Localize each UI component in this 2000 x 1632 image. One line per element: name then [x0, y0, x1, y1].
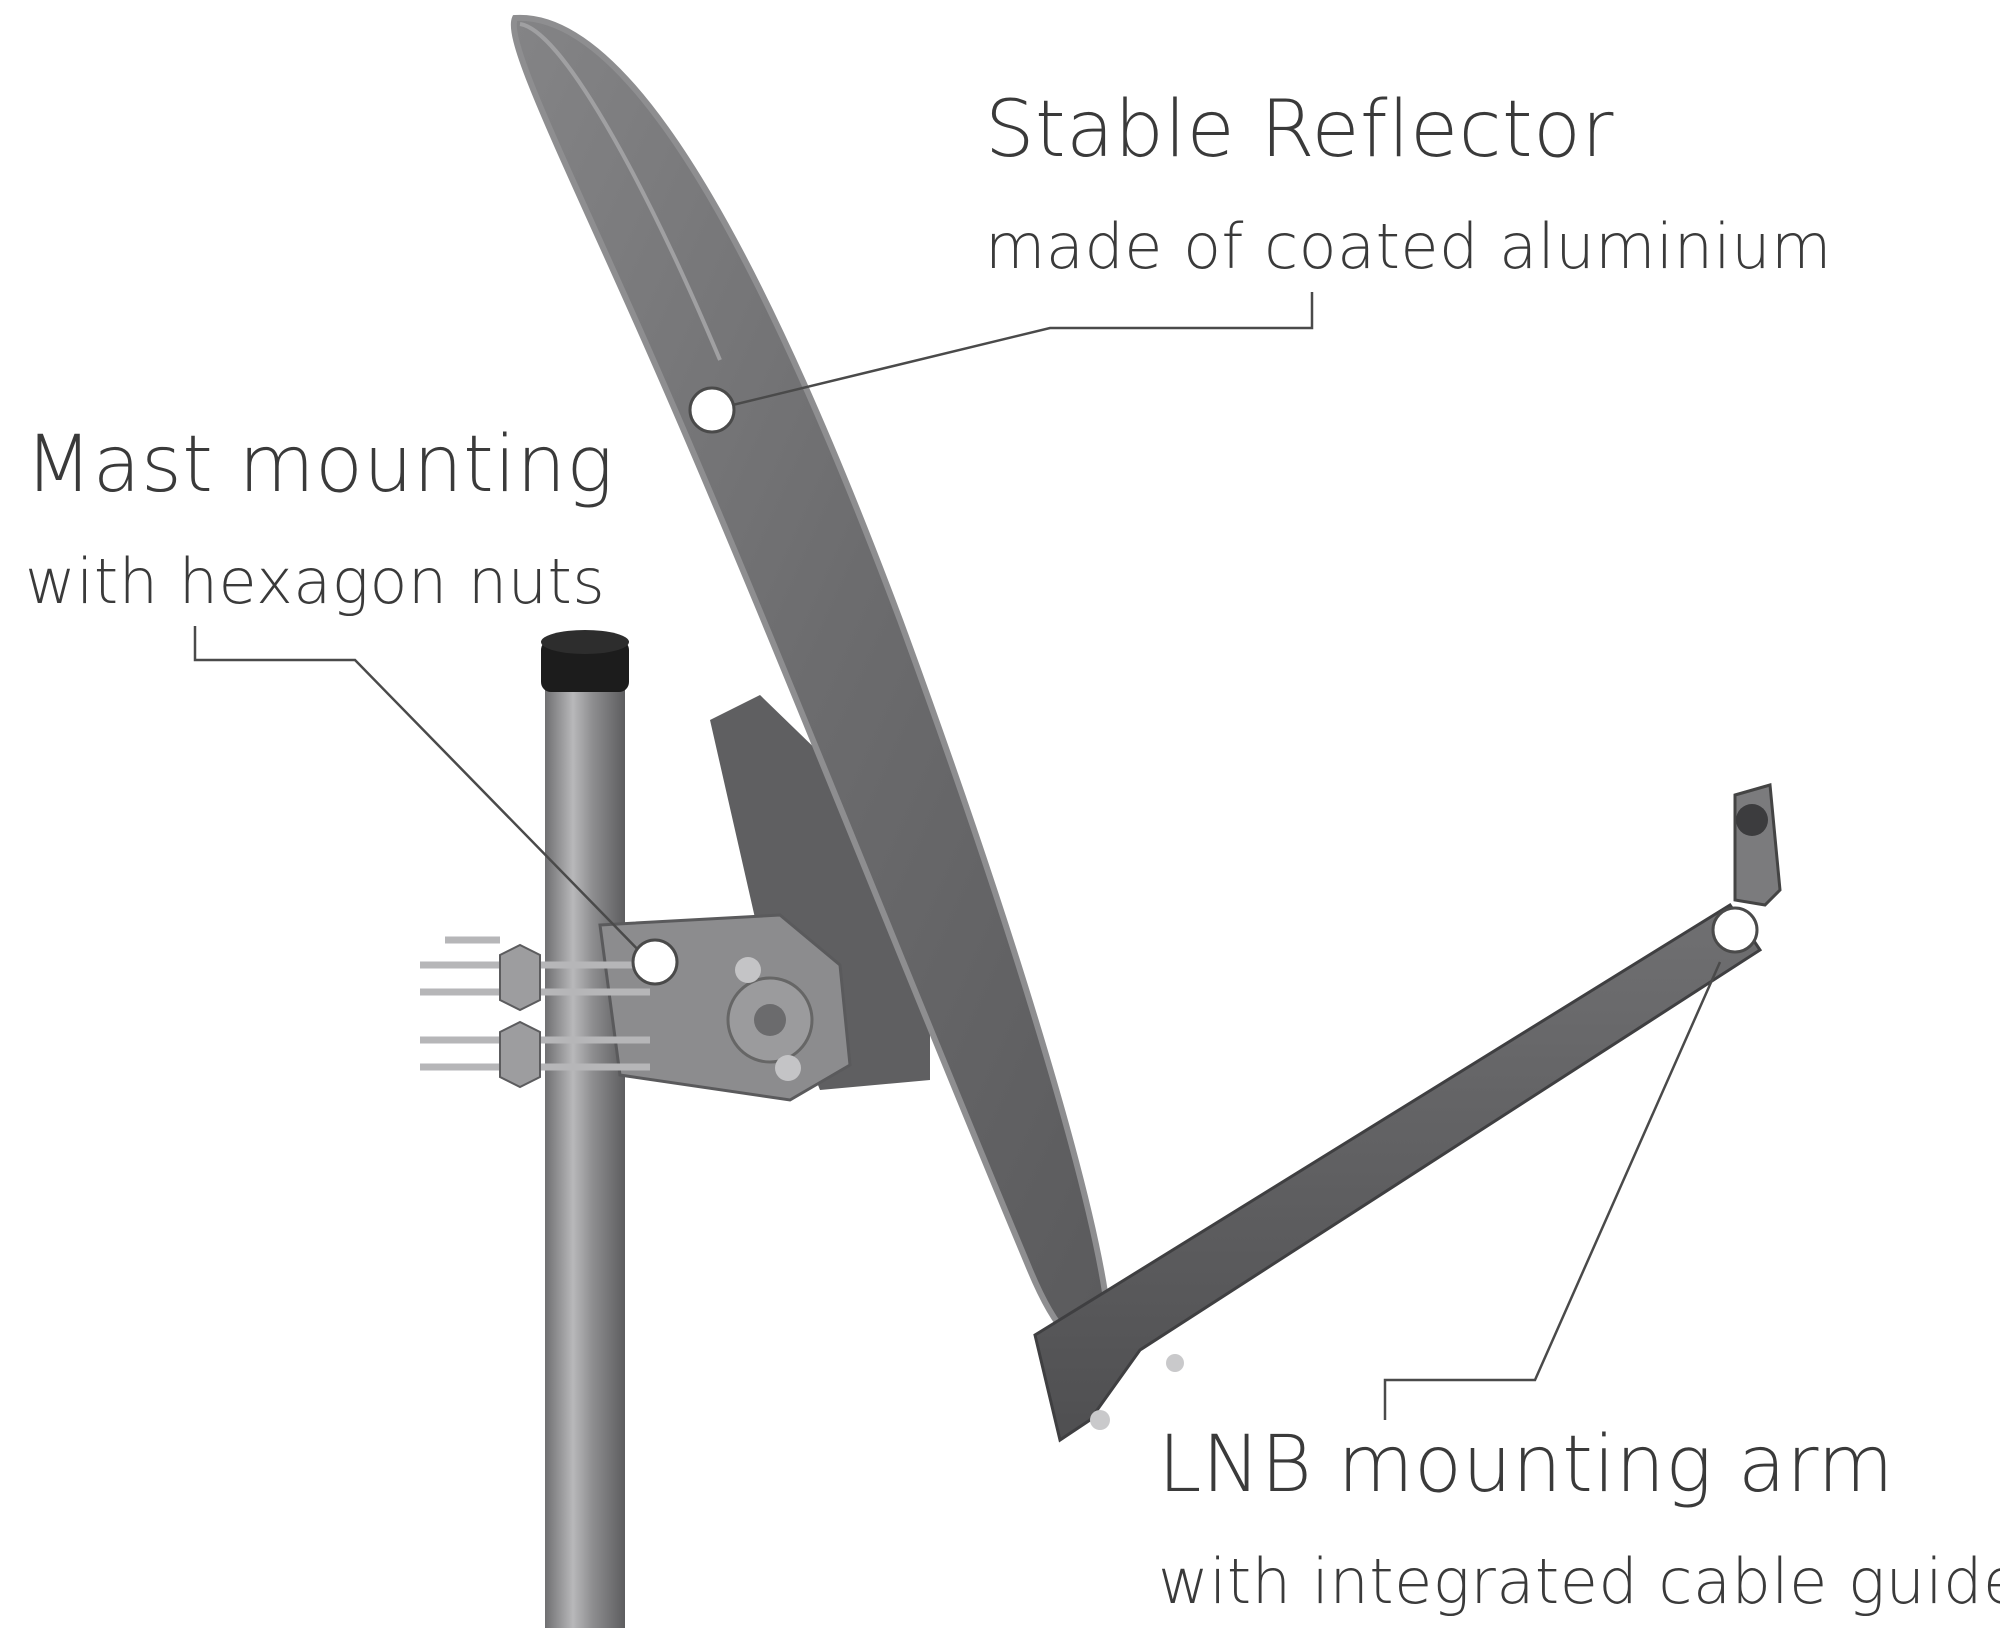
lnb-arm-callout-title: LNB mounting arm	[1158, 1420, 1895, 1510]
bolt-icon	[735, 957, 761, 983]
mast-leader-line	[193, 626, 651, 963]
leader-lines	[193, 292, 1722, 1420]
callout-markers	[631, 386, 1759, 986]
mast-callout-title: Mast mounting	[25, 420, 614, 510]
lnb-arm-callout-subtitle: with integrated cable guide	[1158, 1545, 2000, 1618]
mast-bracket	[420, 913, 852, 1102]
reflector-marker-dot	[688, 386, 736, 434]
lnb-holder	[1733, 783, 1782, 907]
reflector-callout-subtitle: made of coated aluminium	[985, 210, 1832, 283]
lnb-leader-line	[1383, 961, 1722, 1420]
reflector-leader-line	[711, 292, 1314, 412]
mast-callout-subtitle: with hexagon nuts	[25, 545, 606, 618]
bolt-icon	[775, 1055, 801, 1081]
lnb-arm	[1033, 783, 1782, 1443]
bolt-icon	[1090, 1410, 1110, 1430]
lnb-marker-dot	[1711, 906, 1759, 954]
reflector-callout-title: Stable Reflector	[985, 85, 1614, 175]
mast-pole	[541, 630, 629, 1628]
mast-cap	[541, 640, 629, 692]
hexagon-nuts	[499, 943, 541, 1089]
reflector-back-shell	[710, 695, 930, 1090]
bolt-icon	[1166, 1354, 1184, 1372]
mast-marker-dot	[631, 938, 679, 986]
